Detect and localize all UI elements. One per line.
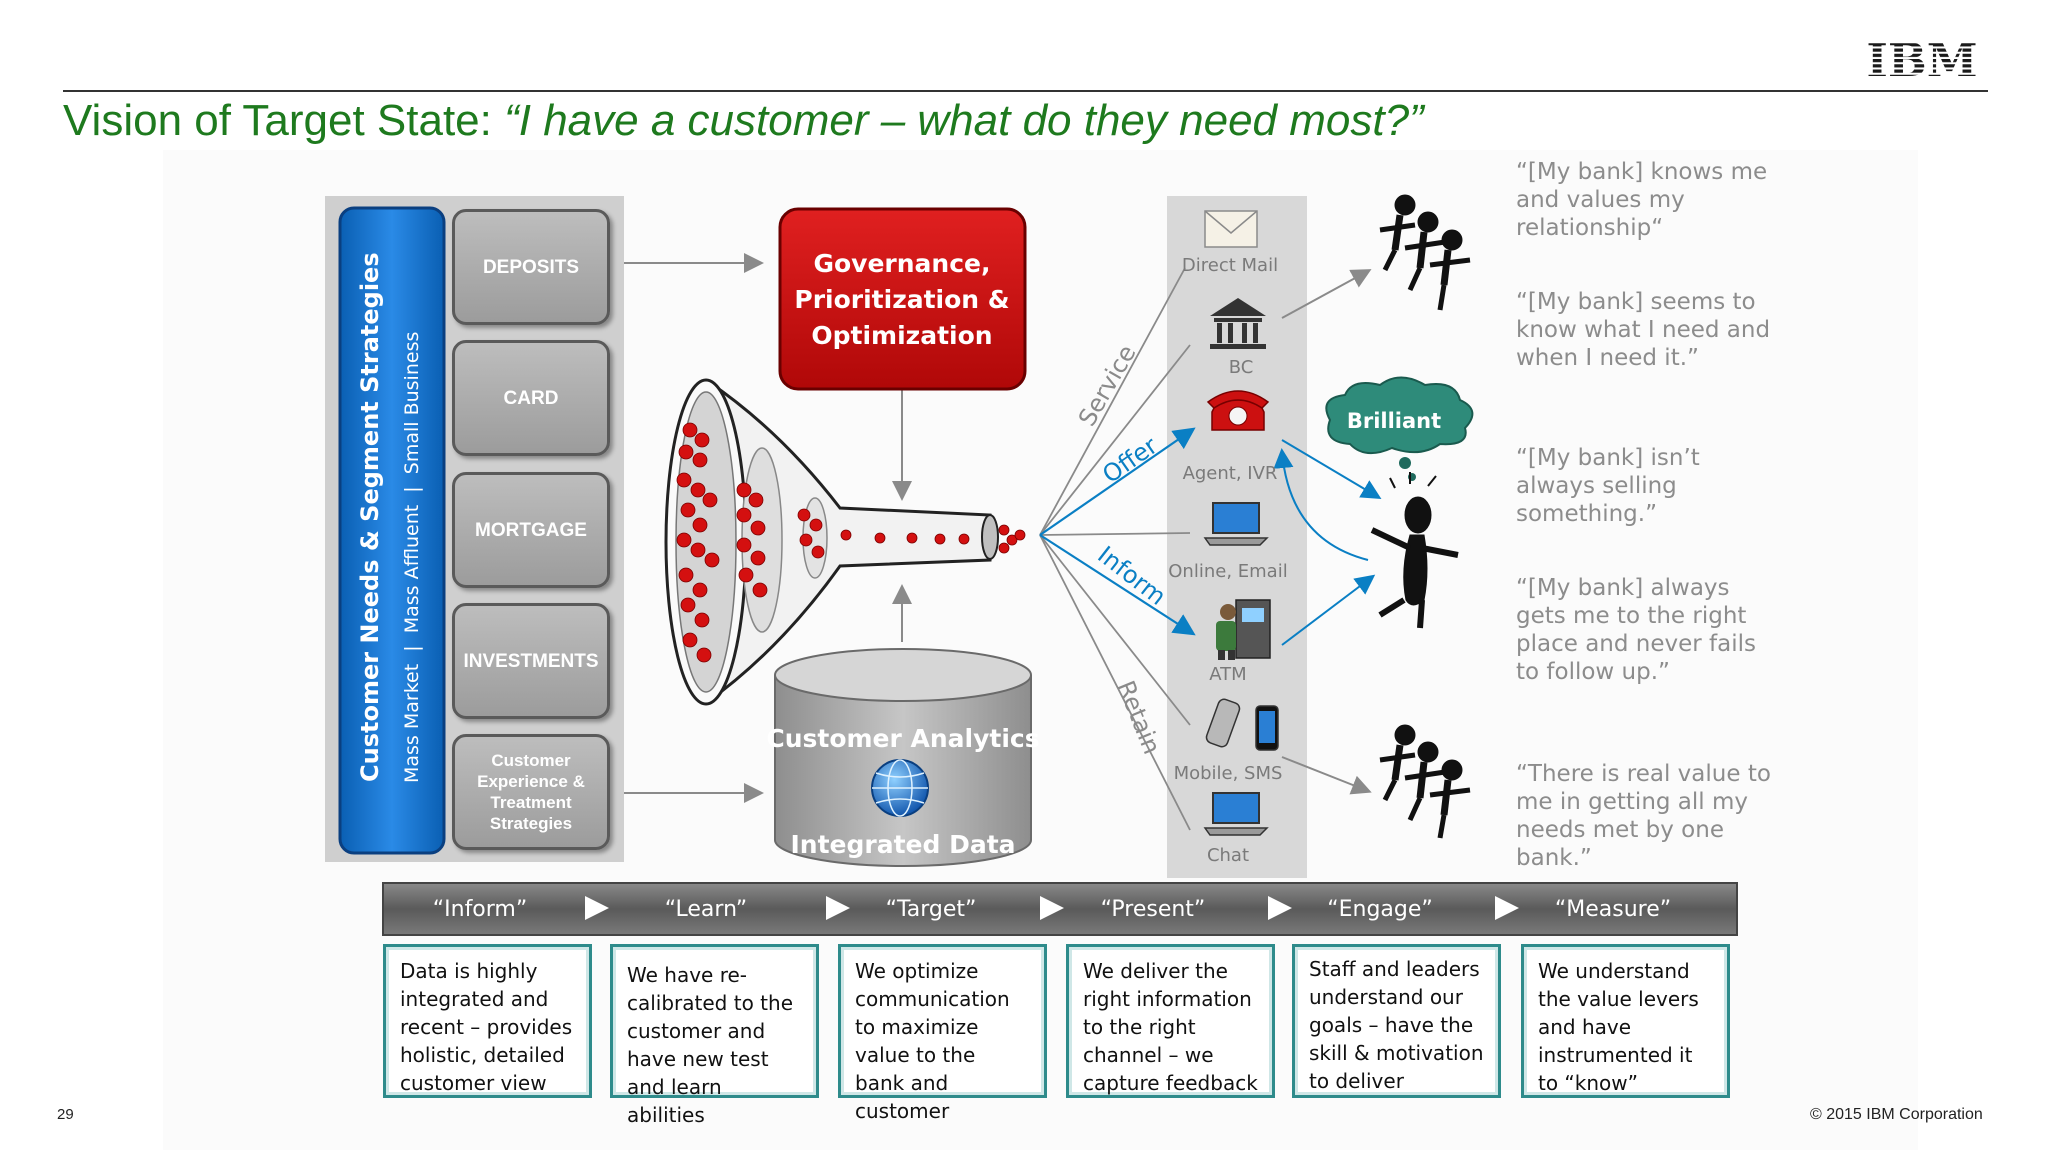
agent-to-customer-arrow: [1281, 439, 1382, 500]
product-treatment-strategies: Customer Experience & Treatment Strategi…: [452, 734, 610, 850]
atm-icon: [1216, 599, 1271, 660]
customer-quote-1: “[My bank] knows me and values my relati…: [1516, 159, 1768, 241]
happy-customer-figure: [1370, 472, 1459, 629]
step-present-label: “Present”: [1100, 897, 1206, 922]
step-present-description: We deliver the right information to the …: [1066, 944, 1275, 1098]
step-target-label: “Target”: [885, 897, 977, 922]
process-chevrons: [585, 896, 1519, 920]
blue-flow-lines: [1039, 427, 1196, 636]
step-inform-label: “Inform”: [432, 897, 528, 922]
copyright: © 2015 IBM Corporation: [1810, 1106, 1983, 1123]
title-quote: “I have a customer – what do they need m…: [504, 96, 1424, 145]
mobile-to-customers-arrow: [1281, 756, 1372, 795]
globe-icon: [871, 759, 929, 817]
customer-group-bottom-figure: [1379, 724, 1471, 839]
step-measure-label: “Measure”: [1554, 897, 1672, 922]
customer-analytics-db: Customer Analytics Integrated Data: [766, 648, 1040, 867]
channel-agent-ivr-label: Agent, IVR: [1182, 463, 1278, 484]
channel-online-email-label: Online, Email: [1168, 561, 1288, 582]
product-investments: INVESTMENTS: [452, 603, 610, 719]
channel-direct-mail-label: Direct Mail: [1181, 255, 1279, 276]
page-number: 29: [57, 1106, 74, 1123]
svg-text:Optimization: Optimization: [811, 321, 992, 350]
flow-lines: [1039, 267, 1191, 831]
bc-to-customers-arrow: [1281, 269, 1372, 319]
ibm-logo: IBM: [1866, 38, 1977, 80]
envelope-icon: [1204, 210, 1258, 248]
svg-text:Governance,: Governance,: [813, 249, 990, 278]
bank-building-icon: [1210, 298, 1266, 349]
governance-text: Governance, Prioritization & Optimizatio…: [794, 249, 1009, 350]
segment-panel-title: Customer Needs & Segment Strategies: [356, 252, 384, 782]
brilliant-bubble: Brilliant: [1325, 376, 1474, 481]
step-measure-description: We understand the value levers and have …: [1521, 944, 1730, 1098]
step-learn-description: We have re-calibrated to the customer an…: [610, 944, 819, 1127]
flow-label-service: Service: [1073, 340, 1142, 431]
step-engage-description: Staff and leaders understand our goals –…: [1292, 944, 1501, 1098]
customer-quote-5: “There is real value to me in getting al…: [1516, 761, 1771, 871]
svg-text:Prioritization &: Prioritization &: [794, 285, 1009, 314]
ibm-logo-text: IBM: [1866, 38, 1977, 80]
mobile-phone-icon: [1205, 698, 1279, 751]
customer-quote-4: “[My bank] always gets me to the right p…: [1516, 575, 1756, 685]
chat-laptop-icon: [1203, 792, 1269, 836]
segment-panel: [338, 206, 446, 855]
flow-label-retain: Retain: [1111, 677, 1166, 758]
customer-quote-2: “[My bank] seems to know what I need and…: [1516, 289, 1771, 371]
laptop-icon: [1203, 502, 1269, 546]
channel-mobile-sms-label: Mobile, SMS: [1173, 763, 1283, 784]
telephone-icon: [1206, 390, 1270, 431]
product-mortgage: MORTGAGE: [452, 472, 610, 588]
product-card: CARD: [452, 340, 610, 456]
step-inform-description: Data is highly integrated and recent – p…: [383, 944, 592, 1098]
bubble-text: Brilliant: [1347, 409, 1441, 433]
product-deposits: DEPOSITS: [452, 209, 610, 325]
customer-group-top-figure: [1379, 194, 1471, 311]
analytics-bottom-label: Integrated Data: [790, 830, 1015, 859]
analytics-top-label: Customer Analytics: [766, 724, 1039, 753]
channel-bc-label: BC: [1228, 357, 1254, 378]
customer-quote-3: “[My bank] isn’t always selling somethin…: [1516, 445, 1700, 527]
governance-box: [778, 207, 1027, 391]
segment-panel-subtitle: Mass Market | Mass Affluent | Small Busi…: [401, 332, 423, 783]
step-target-description: We optimize communication to maximize va…: [838, 944, 1047, 1123]
channel-chat-label: Chat: [1206, 845, 1250, 866]
feedback-arrow: [1273, 448, 1369, 561]
funnel: [664, 378, 1026, 706]
title-main: Vision of Target State:: [63, 96, 505, 145]
step-engage-label: “Engage”: [1327, 897, 1433, 922]
page-title: Vision of Target State: “I have a custom…: [63, 96, 1424, 146]
channel-atm-label: ATM: [1209, 664, 1247, 685]
step-learn-label: “Learn”: [664, 897, 748, 922]
header-rule: [63, 90, 1988, 92]
atm-to-customer-arrow: [1281, 574, 1376, 646]
